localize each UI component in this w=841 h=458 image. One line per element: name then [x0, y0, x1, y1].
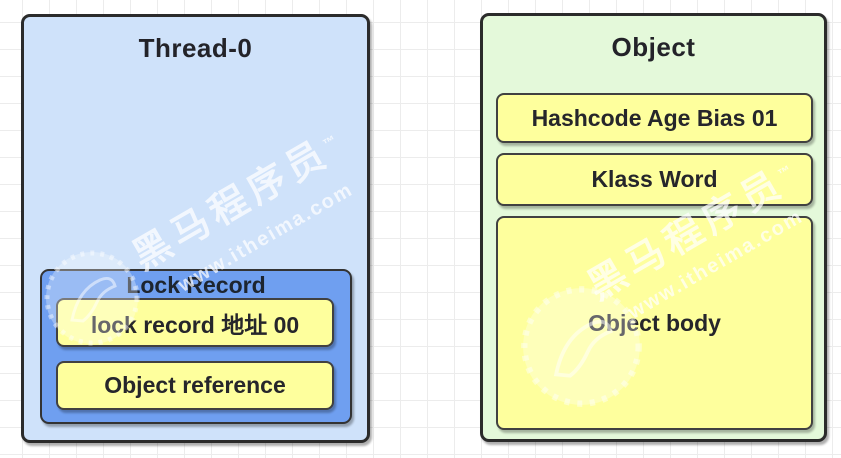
object-reference-slot: Object reference: [56, 361, 334, 410]
lock-record-box: Lock Record lock record 地址 00 Object ref…: [40, 269, 352, 424]
lock-record-title: Lock Record: [126, 272, 266, 298]
klass-word-label: Klass Word: [591, 166, 718, 192]
object-box-title: Object: [611, 32, 696, 62]
object-box: Object Hashcode Age Bias 01 Klass Word O…: [480, 13, 827, 442]
thread-box: Thread-0 Lock Record lock record 地址 00 O…: [21, 14, 370, 443]
object-body-slot: Object body: [496, 216, 813, 430]
lock-record-address-label: lock record 地址 00: [90, 311, 300, 338]
object-body-label: Object body: [588, 309, 721, 336]
lock-record-address-slot: lock record 地址 00: [56, 298, 334, 347]
klass-word-slot: Klass Word: [496, 153, 813, 206]
object-reference-label: Object reference: [104, 372, 286, 398]
thread-box-title: Thread-0: [138, 33, 253, 63]
mark-word-label: Hashcode Age Bias 01: [531, 104, 778, 131]
mark-word-slot: Hashcode Age Bias 01: [496, 93, 813, 143]
